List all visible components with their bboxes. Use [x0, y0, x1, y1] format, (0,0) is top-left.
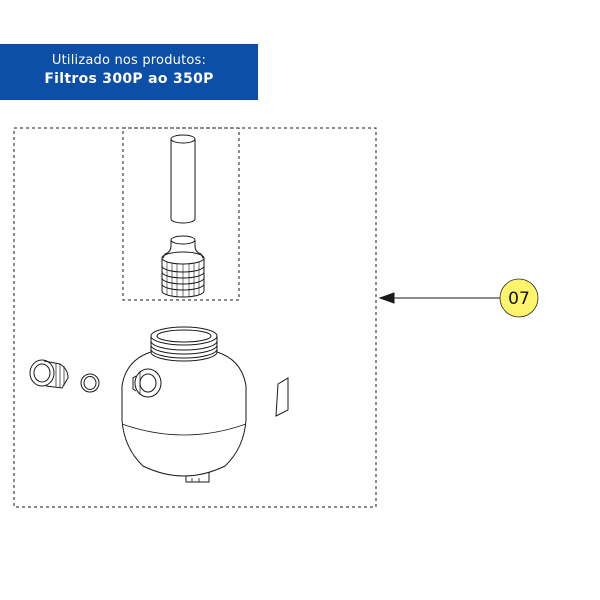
product-banner: Utilizado nos produtos: Filtros 300P ao …: [0, 44, 258, 100]
filter-tank: [121, 326, 247, 483]
callout-arrowhead: [378, 292, 395, 304]
callout-badge: [499, 278, 539, 318]
tank-side-port: [132, 368, 162, 398]
drain-plug: [29, 359, 69, 389]
subassembly-outline-box: [122, 127, 240, 301]
callout-number: 07: [508, 289, 530, 309]
label-sticker: [275, 377, 289, 417]
o-ring: [80, 373, 100, 393]
collector-strainer: [161, 235, 205, 298]
center-pipe: [170, 134, 196, 224]
banner-caption: Utilizado nos produtos:: [51, 53, 207, 68]
banner-product-range: Filtros 300P ao 350P: [44, 71, 214, 87]
